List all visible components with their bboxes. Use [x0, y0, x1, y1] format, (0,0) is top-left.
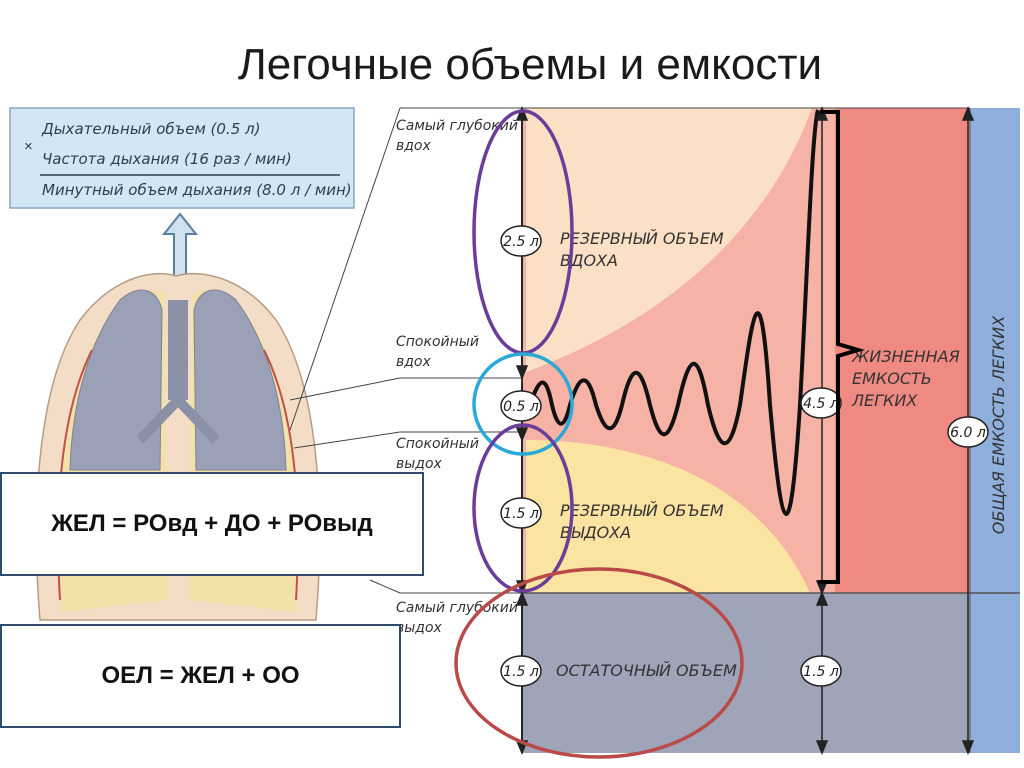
tlc-formula-box: ОЕЛ = ЖЕЛ + ОО: [0, 624, 401, 728]
calm-exhale-label-1: Спокойный: [396, 436, 479, 452]
erv-label-1: РЕЗЕРВНЫЙ ОБЪЕМ: [560, 501, 724, 520]
calm-exhale-label-2: выдох: [396, 456, 443, 472]
tv-highlight-circle: [472, 352, 574, 456]
calm-inhale-label-2: вдох: [396, 354, 431, 370]
breathing-trace: [528, 109, 820, 516]
erv-highlight-circle: [472, 423, 574, 593]
vc-label-1: ЖИЗНЕННАЯ: [851, 347, 960, 366]
rv-right-value: 1.5 л: [803, 664, 839, 680]
tlc-formula: ОЕЛ = ЖЕЛ + ОО: [101, 662, 300, 689]
vc-bracket: [818, 110, 865, 584]
slide-title: Легочные объемы и емкости: [237, 40, 823, 89]
vc-label-3: ЛЕГКИХ: [851, 391, 918, 410]
vc-formula-box: ЖЕЛ = РОвд + ДО + РОвыд: [0, 472, 424, 576]
value-ovals: [500, 225, 989, 687]
tidal-volume-line: Дыхательный объем (0.5 л): [41, 120, 260, 138]
tv-value: 0.5 л: [503, 399, 539, 415]
vc-label-2: ЕМКОСТЬ: [852, 369, 932, 388]
multiply-sign: ×: [24, 138, 33, 155]
minute-volume-line: Минутный объем дыхания (8.0 л / мин): [42, 181, 352, 199]
tlc-label: ОБЩАЯ ЕМКОСТЬ ЛЕГКИХ: [989, 315, 1008, 534]
deep-inhale-label-1: Самый глубокий: [396, 118, 518, 134]
rv-area: [522, 593, 970, 753]
erv-label-2: ВЫДОХА: [560, 523, 631, 542]
irv-value: 2.5 л: [503, 234, 539, 250]
erv-value: 1.5 л: [503, 506, 539, 522]
rv-value: 1.5 л: [503, 664, 539, 680]
irv-label-1: РЕЗЕРВНЫЙ ОБЪЕМ: [560, 229, 724, 248]
vc-value: 4.5 л: [803, 396, 839, 412]
erv-area: [526, 440, 810, 593]
tlc-value: 6.0 л: [950, 425, 986, 441]
deep-exhale-label-2: выдох: [396, 620, 443, 636]
rv-label: ОСТАТОЧНЫЙ ОБЪЕМ: [556, 661, 737, 680]
deep-exhale-label-1: Самый глубокий: [396, 600, 518, 616]
highlight-circles: [454, 109, 744, 759]
minute-volume-box: Дыхательный объем (0.5 л) × Частота дыха…: [9, 107, 355, 209]
calm-inhale-label-1: Спокойный: [396, 334, 479, 350]
vc-formula: ЖЕЛ = РОвд + ДО + РОвыд: [51, 510, 373, 537]
irv-label-2: ВДОХА: [560, 251, 618, 270]
respiratory-rate-line: Частота дыхания (16 раз / мин): [42, 150, 292, 168]
irv-area: [526, 108, 812, 372]
graph-areas: [521, 108, 1020, 753]
deep-inhale-label-2: вдох: [396, 138, 431, 154]
rv-highlight-circle: [454, 567, 744, 759]
